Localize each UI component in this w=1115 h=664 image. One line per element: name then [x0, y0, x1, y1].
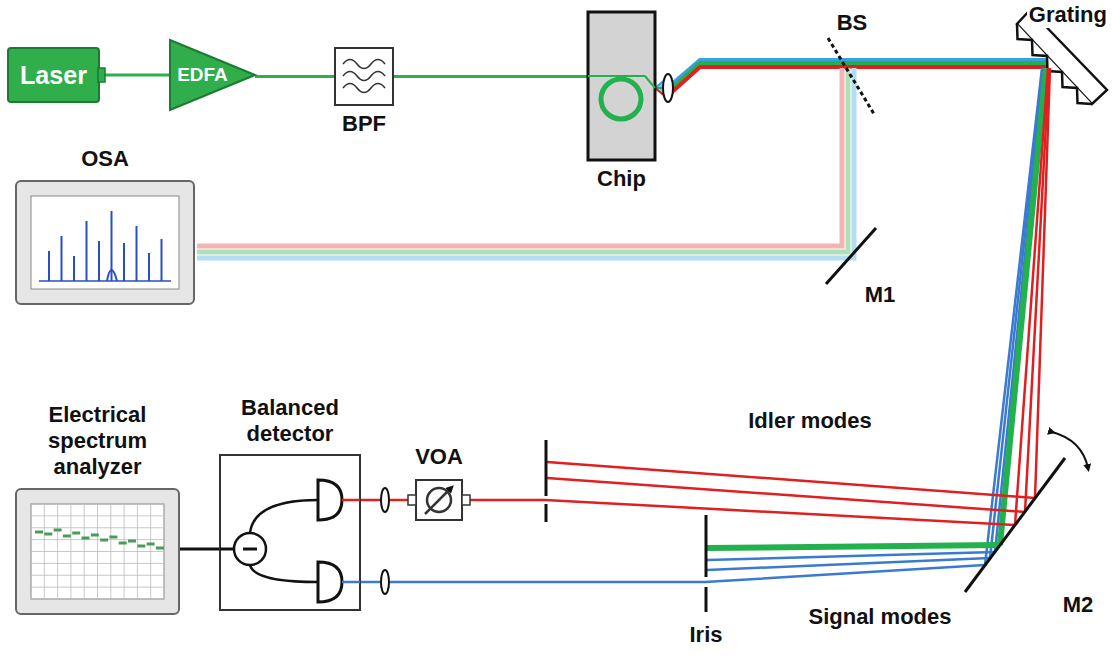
chip-box: Chip: [588, 12, 655, 160]
spectrum-analyzer: OSA: [15, 180, 195, 305]
component-label: M2: [1061, 592, 1096, 618]
voa-shape: [408, 478, 470, 522]
rotation-arrow: [1052, 432, 1088, 468]
fiber-link: [105, 74, 170, 77]
component-label: M1: [863, 282, 898, 308]
component-label: Grating: [1027, 2, 1109, 28]
fiber-link: [255, 75, 335, 78]
component-label: Iris: [687, 622, 724, 648]
node-label: Electrical spectrum analyzer: [23, 402, 173, 480]
aperture: [545, 440, 548, 522]
node-label: Balanced detector: [220, 395, 360, 447]
mirror-m1: [826, 228, 876, 284]
node-label: EDFA: [170, 40, 255, 110]
electrical-analyzer: Electrical spectrum analyzer: [15, 488, 180, 615]
iris: [705, 515, 708, 612]
signal-cable: [180, 548, 220, 551]
beam-label: Idler modes: [746, 408, 873, 434]
chip-shape: [588, 12, 655, 160]
node-label: Laser: [8, 48, 105, 102]
node-label: BPF: [342, 111, 386, 137]
beam-splitter: [828, 38, 874, 114]
detector-box: Balanced detector: [220, 455, 360, 610]
pale-green-beam: [197, 68, 848, 252]
label-run: Laser: [20, 61, 87, 90]
laser-source: Laser: [8, 48, 105, 102]
node-label: OSA: [81, 146, 129, 172]
attenuator-box: VOA: [408, 478, 470, 522]
filter-box: BPF: [335, 48, 393, 105]
fiber-link: [393, 75, 588, 78]
lens: [663, 74, 673, 102]
esa-shape: [15, 488, 180, 615]
bpf-shape: [335, 48, 393, 105]
mirror-m2: [965, 458, 1065, 592]
amplifier-triangle: EDFA: [170, 40, 255, 110]
node-label: VOA: [415, 444, 463, 470]
pale-blue-beam: [197, 68, 854, 258]
beam-label: Signal modes: [806, 604, 953, 630]
signal-beams: [360, 545, 1000, 582]
bd-shape: [220, 455, 360, 610]
lens: [381, 488, 389, 512]
idler-beams: [360, 462, 1035, 525]
component-label: BS: [835, 10, 870, 36]
lens: [381, 570, 389, 594]
label-run: EDFA: [177, 64, 228, 86]
node-label: Chip: [597, 166, 646, 192]
osa-shape: [15, 180, 195, 305]
pale-red-beam: [197, 68, 842, 246]
